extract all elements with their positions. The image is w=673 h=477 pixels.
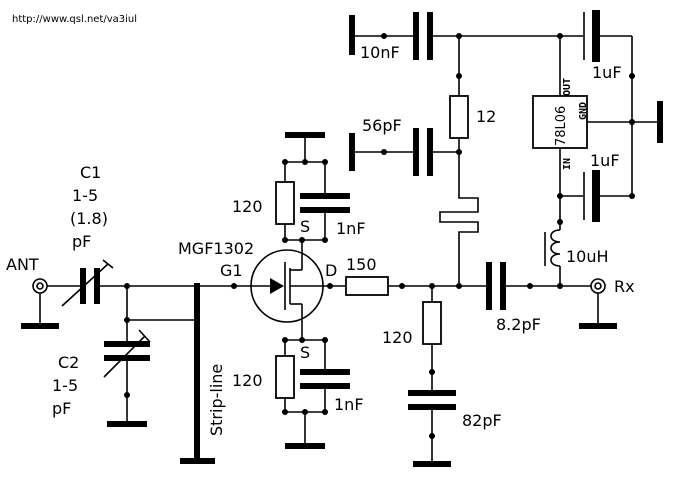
decoupling-capacitor-56pf-value: 56pF [362,116,402,135]
strip-line-label: Strip-line [207,364,226,436]
rx-label: Rx [614,277,635,296]
source-resistor-bottom [275,355,295,399]
drain-label: D [325,261,337,280]
supply-resistor [449,95,469,139]
regulator-in-pin: IN [562,158,573,170]
ant-label: ANT [6,255,39,274]
output-capacitor-1uf [583,10,600,62]
drain-choke-stripline [439,152,479,286]
c1-setting: (1.8) [70,209,108,228]
c2-name: C2 [58,353,79,372]
source-resistor-top-value: 120 [232,197,263,216]
c1-trimmer-capacitor [61,259,114,307]
transistor-label: MGF1302 [178,239,254,258]
supply-resistor-value: 12 [476,107,496,126]
output-capacitor-8-2pf-value: 8.2pF [496,315,541,334]
source-capacitor-top-value: 1nF [336,219,366,238]
decoupling-capacitor-10nf [413,12,433,60]
c1-name: C1 [80,163,101,182]
regulator-out-pin: OUT [562,78,573,96]
output-capacitor-8-2pf [486,262,506,310]
mgf1302-transistor [250,240,344,340]
c2-trimmer-capacitor [103,329,151,378]
g1-label: G1 [220,261,243,280]
decoupling-capacitor-56pf [413,128,433,176]
drain-resistor-value: 150 [346,255,377,274]
c2-unit: pF [52,399,71,418]
input-capacitor-value: 1uF [590,151,620,170]
c2-range: 1-5 [52,376,78,395]
shunt-capacitor [408,390,456,410]
output-capacitor-value: 1uF [592,63,622,82]
source-bottom-label: S [300,343,310,362]
source-capacitor-top [300,193,350,213]
source-top-label: S [300,217,310,236]
inductor-value: 10uH [566,247,609,266]
shunt-resistor-value: 120 [382,328,413,347]
bias-inductor [544,229,561,267]
regulator-gnd-pin: GND [578,102,589,120]
source-resistor-bottom-value: 120 [232,371,263,390]
c1-unit: pF [72,232,91,251]
source-url: http://www.qsl.net/va3iul [12,14,137,25]
decoupling-capacitor-10nf-value: 10nF [360,43,400,62]
shunt-capacitor-value: 82pF [462,411,502,430]
shunt-resistor [422,301,442,345]
regulator-name: 78L06 [554,106,569,146]
voltage-regulator-78l06 [532,95,588,149]
rx-connector [579,278,617,329]
input-capacitor-1uf [583,170,600,222]
source-capacitor-bottom-value: 1nF [334,395,364,414]
junction-dots [124,33,635,439]
c1-range: 1-5 [72,186,98,205]
drain-resistor [345,276,389,296]
source-resistor-top [275,181,295,225]
source-capacitor-bottom [300,369,350,389]
